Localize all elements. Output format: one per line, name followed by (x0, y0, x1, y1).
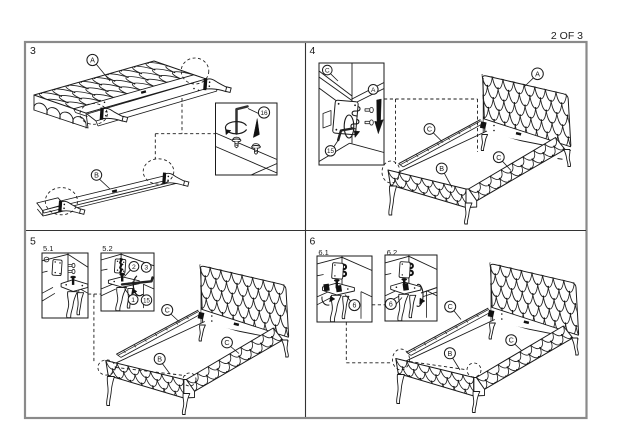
svg-text:3: 3 (30, 45, 36, 57)
svg-text:1: 1 (131, 297, 135, 304)
svg-text:15: 15 (143, 298, 150, 304)
svg-text:C: C (427, 125, 432, 134)
svg-text:5.1: 5.1 (43, 244, 53, 253)
svg-text:2 OF 3: 2 OF 3 (551, 30, 583, 42)
svg-text:6: 6 (389, 302, 393, 309)
svg-text:A: A (90, 56, 95, 65)
svg-text:4: 4 (310, 45, 316, 57)
svg-text:6: 6 (310, 236, 316, 248)
svg-text:6: 6 (352, 303, 356, 310)
svg-text:6.2: 6.2 (387, 248, 397, 257)
svg-text:A: A (371, 87, 376, 94)
svg-text:2: 2 (132, 264, 136, 271)
svg-text:3: 3 (144, 265, 148, 272)
svg-text:A: A (535, 69, 540, 78)
svg-text:C: C (224, 338, 229, 347)
svg-text:B: B (439, 164, 444, 173)
svg-text:5.2: 5.2 (102, 244, 112, 253)
svg-text:5: 5 (30, 236, 36, 248)
svg-text:B: B (94, 171, 99, 180)
svg-text:C: C (448, 302, 453, 311)
svg-text:15: 15 (327, 148, 334, 155)
svg-text:6.1: 6.1 (318, 248, 328, 257)
svg-text:B: B (448, 349, 453, 358)
svg-text:C: C (496, 153, 501, 162)
svg-text:B: B (157, 355, 162, 364)
svg-text:16: 16 (260, 110, 268, 117)
svg-text:C: C (165, 306, 170, 315)
svg-text:C: C (509, 336, 514, 345)
svg-text:C: C (325, 68, 330, 75)
